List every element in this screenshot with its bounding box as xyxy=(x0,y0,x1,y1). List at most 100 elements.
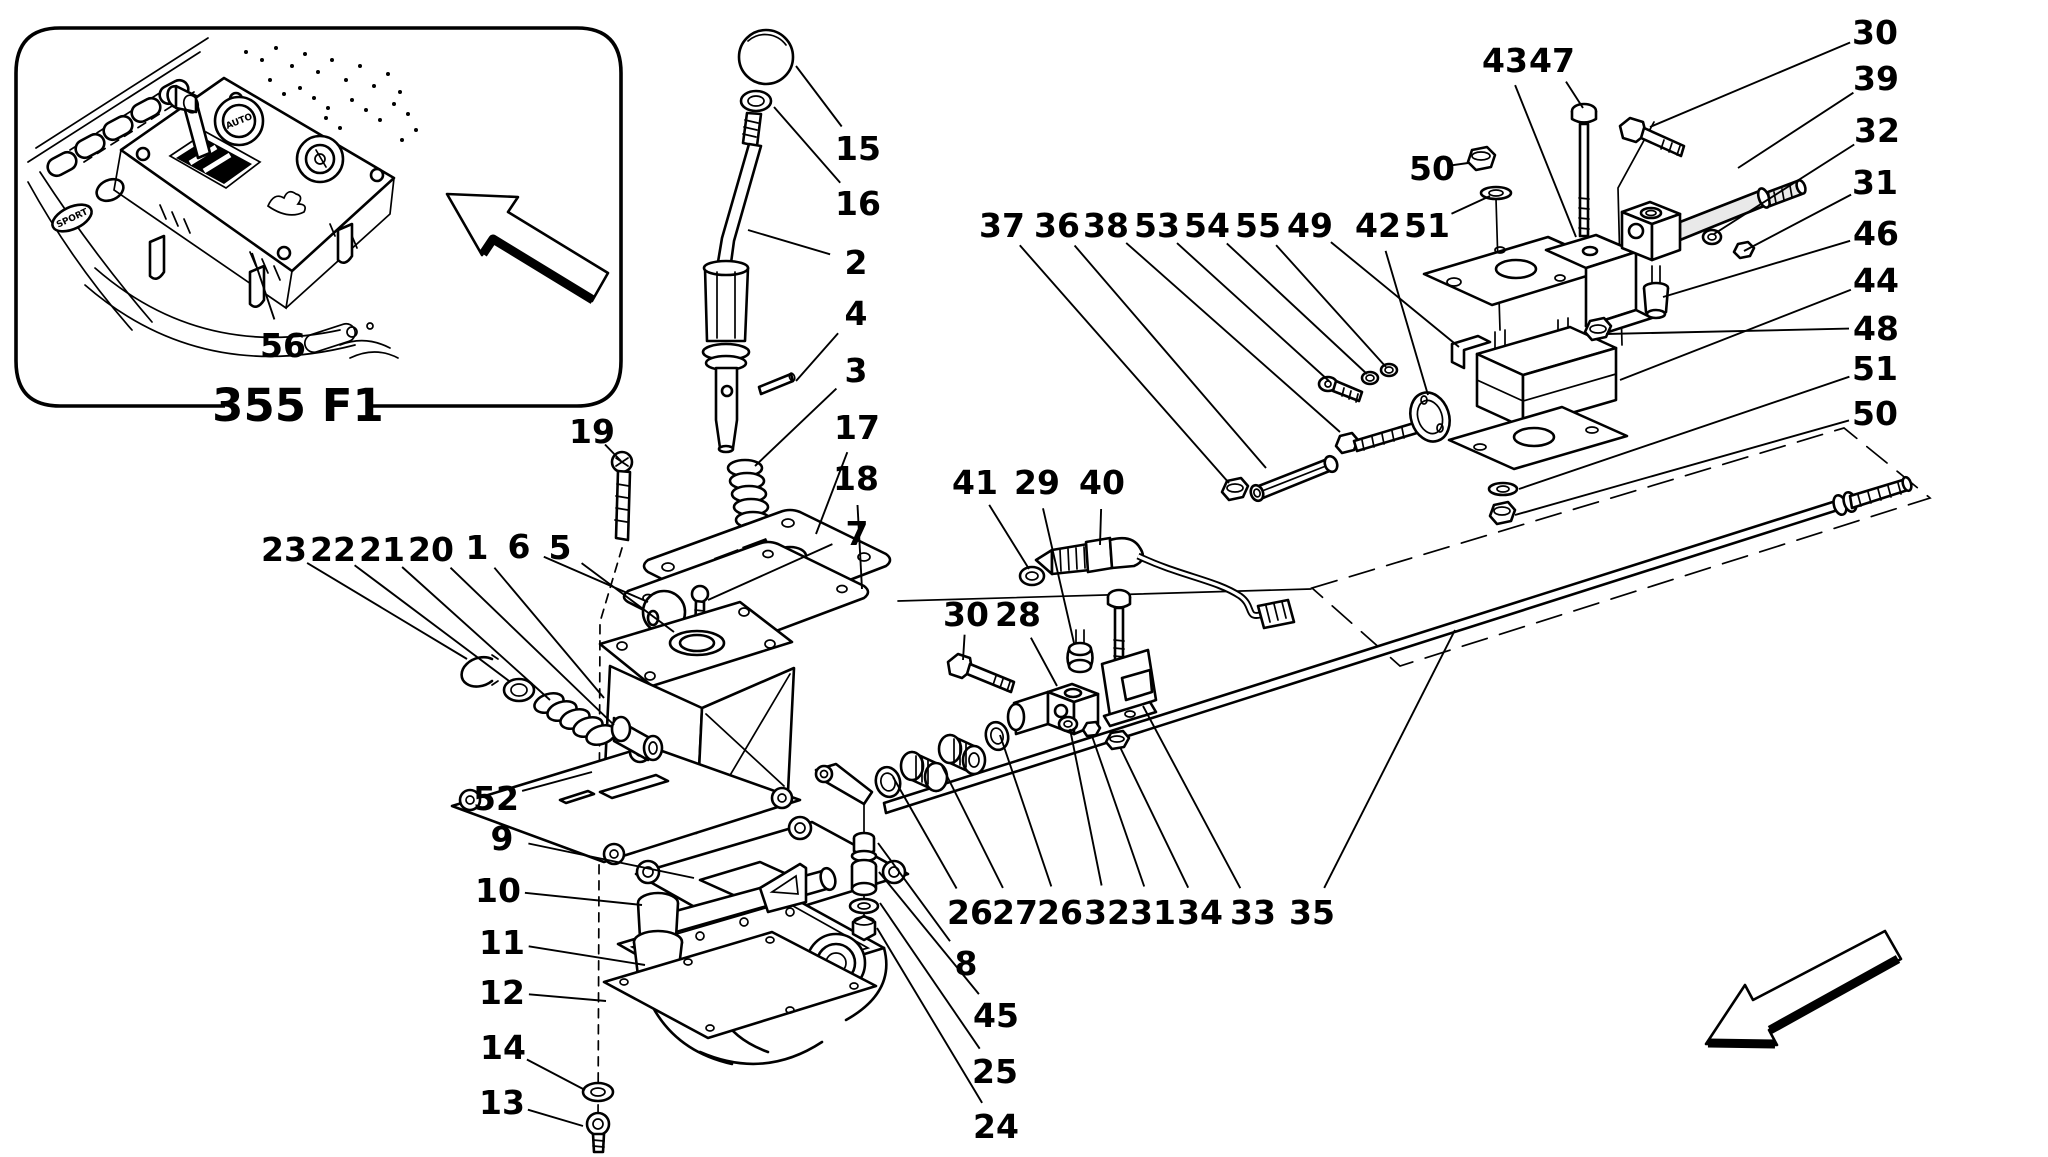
locknut-37 xyxy=(1220,476,1250,502)
linkage-spacer-row xyxy=(1220,334,1492,503)
callout-label-26: 26 xyxy=(947,893,993,932)
callout-label-23: 23 xyxy=(261,530,307,569)
flange-disc-42 xyxy=(1409,391,1451,443)
callout-label-3: 3 xyxy=(845,351,868,390)
speed-sensor-40 xyxy=(1034,536,1296,630)
callout-leader-38 xyxy=(1125,242,1341,433)
callout-leader-28 xyxy=(1030,637,1058,687)
callout-leader-34 xyxy=(1119,746,1190,889)
bushing-29 xyxy=(1066,629,1094,674)
callout-label-22: 22 xyxy=(310,530,356,569)
callout-label-43: 43 xyxy=(1482,41,1528,80)
callout-leader-31 xyxy=(1091,735,1146,887)
callout-label-40: 40 xyxy=(1079,463,1125,502)
callout-leader-31 xyxy=(1743,193,1852,252)
callout-leader-8 xyxy=(877,842,951,942)
callout-label-35: 35 xyxy=(1289,893,1335,932)
callout-label-41: 41 xyxy=(952,463,998,502)
callout-leader-48 xyxy=(1605,327,1850,335)
callout-label-37: 37 xyxy=(979,206,1025,245)
callout-leader-10 xyxy=(524,891,643,906)
spring-21 xyxy=(533,691,617,747)
callout-leader-47 xyxy=(1565,81,1584,109)
callout-label-39: 39 xyxy=(1853,59,1899,98)
callout-label-21: 21 xyxy=(359,530,405,569)
callout-leader-21 xyxy=(401,566,551,701)
horse-emblem xyxy=(266,190,306,216)
spacer-45 xyxy=(850,858,878,897)
callout-leader-26 xyxy=(892,776,958,889)
callout-label-47: 47 xyxy=(1529,41,1575,80)
callout-leader-41 xyxy=(988,504,1030,570)
threaded-rod-42 xyxy=(1352,391,1451,453)
callout-label-5: 5 xyxy=(549,528,572,567)
callout-leader-19 xyxy=(604,443,622,462)
console-lever xyxy=(166,84,212,160)
washer-55 xyxy=(1379,362,1399,378)
callout-label-18: 18 xyxy=(833,459,879,498)
nut-31 xyxy=(1081,720,1102,738)
callout-label-11: 11 xyxy=(479,923,525,962)
callout-leader-12 xyxy=(528,993,607,1002)
callout-leader-56 xyxy=(251,252,276,320)
callout-leader-11 xyxy=(528,945,646,966)
callout-leader-30 xyxy=(1649,41,1851,128)
nut-24 xyxy=(851,914,877,942)
callout-label-31: 31 xyxy=(1852,163,1898,202)
rubber-mount-44 xyxy=(1475,317,1618,459)
callout-label-8: 8 xyxy=(955,944,978,983)
callout-leader-3 xyxy=(754,387,838,467)
callout-label-29: 29 xyxy=(1014,463,1060,502)
callout-label-7: 7 xyxy=(846,514,869,553)
washer-32 xyxy=(1057,715,1079,733)
callout-label-12: 12 xyxy=(479,973,525,1012)
callout-label-51: 51 xyxy=(1852,349,1898,388)
callout-leader-24 xyxy=(876,927,983,1104)
callout-leader-55 xyxy=(1275,244,1387,368)
callout-label-44: 44 xyxy=(1853,261,1899,300)
bushing-46 xyxy=(1642,265,1670,320)
callout-leader-20 xyxy=(449,567,615,726)
washer-14 xyxy=(581,1081,615,1103)
bolt-30-top xyxy=(1618,116,1686,158)
callout-label-49: 49 xyxy=(1287,206,1333,245)
callout-label-16: 16 xyxy=(835,184,881,223)
washer-22 xyxy=(502,677,536,703)
socket-screw-53 xyxy=(1317,375,1364,403)
callout-label-42: 42 xyxy=(1355,206,1401,245)
washer-51-bottom xyxy=(1487,481,1519,497)
callout-label-19: 19 xyxy=(569,412,615,451)
callout-label-38: 38 xyxy=(1083,206,1129,245)
callout-leader-35 xyxy=(1323,629,1456,889)
gear-knob xyxy=(737,28,795,86)
callout-label-48: 48 xyxy=(1853,309,1899,348)
callout-label-45: 45 xyxy=(973,996,1019,1035)
bracket-assembly-right xyxy=(1422,102,1807,526)
callout-leader-32 xyxy=(1713,143,1855,235)
detent-parts-row xyxy=(460,654,664,762)
callout-label-32: 32 xyxy=(1084,893,1130,932)
callout-leader-51 xyxy=(1518,375,1850,490)
auto-button: AUTO xyxy=(213,95,265,147)
gear-lever xyxy=(701,28,796,541)
callout-label-52: 52 xyxy=(473,779,519,818)
centerline xyxy=(597,547,623,1129)
callout-label-27: 27 xyxy=(992,893,1038,932)
callout-label-56: 56 xyxy=(260,326,306,365)
callout-label-30: 30 xyxy=(943,595,989,634)
bolt-30 xyxy=(946,652,1016,694)
callout-label-32: 32 xyxy=(1854,111,1900,150)
pin-4 xyxy=(757,372,796,396)
callout-leader-33 xyxy=(1142,705,1242,889)
callout-leader-29 xyxy=(1042,508,1075,644)
callout-label-55: 55 xyxy=(1235,206,1281,245)
callout-leader-53 xyxy=(1176,242,1330,382)
callout-leader-9 xyxy=(528,842,695,879)
callout-leader-18 xyxy=(856,504,863,590)
callout-leader-4 xyxy=(795,332,839,382)
spacer-36 xyxy=(1249,454,1339,503)
seal-26a xyxy=(874,765,902,799)
console-legs xyxy=(148,222,354,309)
callout-label-24: 24 xyxy=(973,1107,1019,1146)
